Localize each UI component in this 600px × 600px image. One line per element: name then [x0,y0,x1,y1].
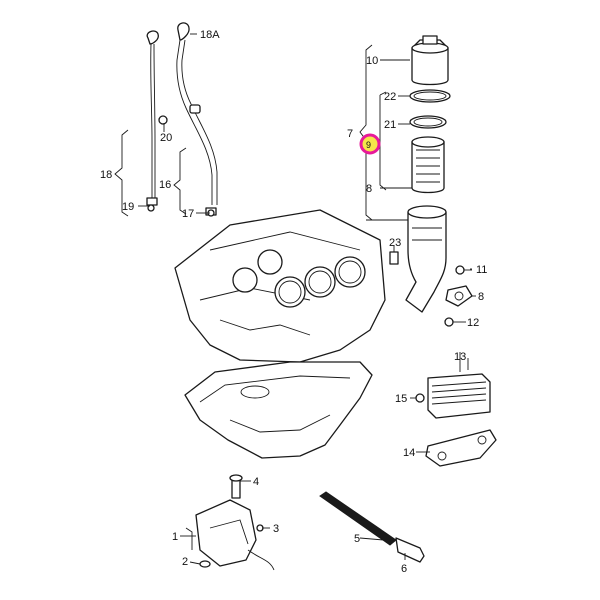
label-17: 17 [182,208,194,220]
label-13: 13 [454,351,466,363]
label-4: 4 [253,476,259,488]
highlight-marker [359,133,381,155]
label-6: 6 [401,563,407,575]
label-3: 3 [273,523,279,535]
label-14: 14 [403,447,415,459]
oil-pan [184,361,373,459]
label-7: 7 [347,128,353,140]
label-21: 21 [384,119,396,131]
label-10: 10 [366,55,378,67]
label-22: 22 [384,91,396,103]
label-1: 1 [172,531,178,543]
dipstick-assembly [114,22,218,217]
label-15: 15 [395,393,407,405]
label-11: 11 [476,264,487,276]
leader-lines [138,33,476,565]
label-8-gasket: 8 [478,291,484,303]
label-18: 18 [100,169,112,181]
label-12: 12 [467,317,479,329]
label-23: 23 [389,237,401,249]
label-2: 2 [182,556,188,568]
drive-shaft [319,491,425,563]
oil-pump [185,474,275,571]
oil-filter-stack [359,35,473,327]
label-19: 19 [122,201,134,213]
oil-cooler [415,358,497,467]
label-16: 16 [159,179,171,191]
part-labels: 18A 20 18 16 19 17 10 22 21 7 9 8 23 11 … [100,29,487,575]
label-5: 5 [354,533,360,545]
label-18a: 18A [200,29,220,41]
label-20: 20 [160,132,172,144]
label-8-filter: 8 [366,183,372,195]
engine-block [174,209,386,363]
label-9: 9 [366,140,371,150]
